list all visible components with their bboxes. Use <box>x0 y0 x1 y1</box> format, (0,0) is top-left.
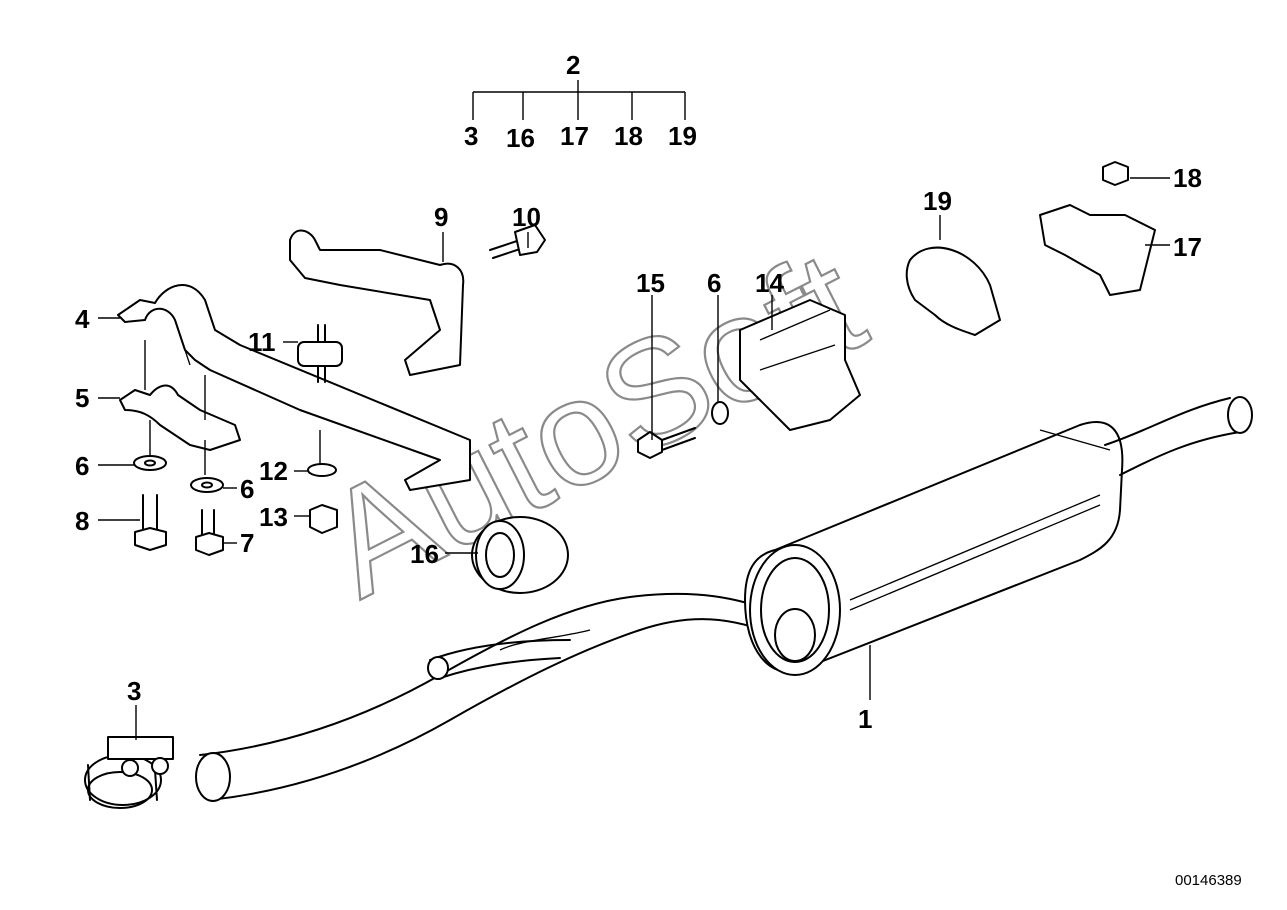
muffler-pipe-drawing <box>195 396 1253 802</box>
callout-labels: 1 3 4 5 6 6 6 7 8 9 10 11 12 13 14 15 16… <box>75 163 1202 734</box>
diagram-code: 00146389 <box>1175 872 1242 889</box>
clamp-drawing <box>84 736 174 809</box>
callout-label: 12 <box>259 456 288 486</box>
assembly-tree: 2 3 16 17 18 19 <box>464 50 697 153</box>
callout-label: 8 <box>75 506 89 536</box>
tree-child-label: 19 <box>668 121 697 151</box>
tree-child-label: 18 <box>614 121 643 151</box>
callout-label: 15 <box>636 268 665 298</box>
callout-label: 5 <box>75 383 89 413</box>
hardware-drawing <box>133 161 1156 594</box>
callout-label: 10 <box>512 202 541 232</box>
callout-label: 6 <box>75 451 89 481</box>
tree-child-label: 3 <box>464 121 478 151</box>
callout-label: 19 <box>923 186 952 216</box>
callout-label: 14 <box>755 268 784 298</box>
callout-label: 11 <box>248 327 276 357</box>
callout-label: 18 <box>1173 163 1202 193</box>
callout-label: 17 <box>1173 232 1202 262</box>
callout-label: 7 <box>240 528 254 558</box>
callout-label: 13 <box>259 502 288 532</box>
tree-parent-label: 2 <box>566 50 580 80</box>
callout-label: 3 <box>127 676 141 706</box>
callout-label: 6 <box>240 474 254 504</box>
callout-label: 6 <box>707 268 721 298</box>
leader-lines <box>98 177 1170 740</box>
bracket-drawing <box>117 229 471 491</box>
callout-label: 16 <box>410 539 439 569</box>
callout-label: 1 <box>858 704 872 734</box>
callout-label: 4 <box>75 304 90 334</box>
tree-child-label: 17 <box>560 121 589 151</box>
callout-label: 9 <box>434 202 448 232</box>
tree-child-label: 16 <box>506 123 535 153</box>
